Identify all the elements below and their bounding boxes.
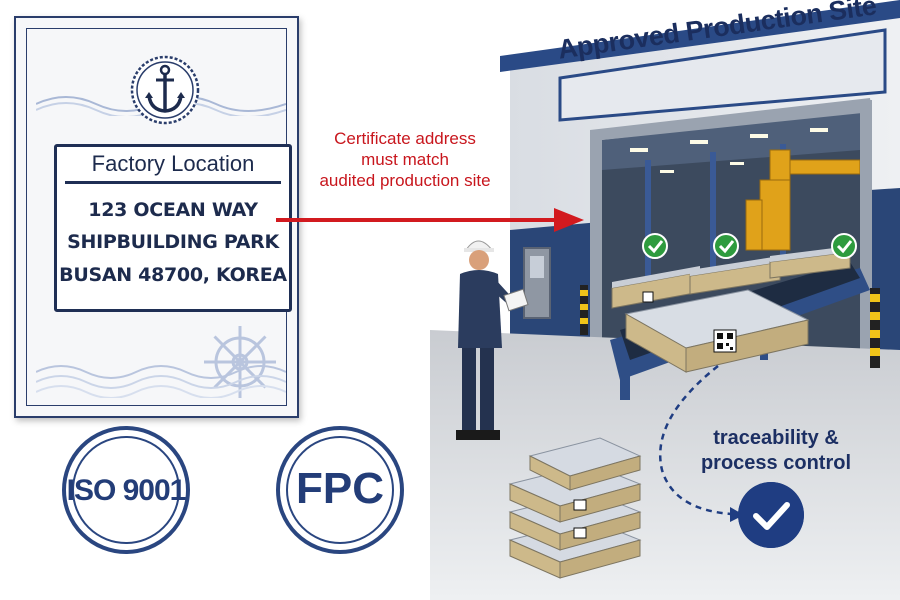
wave-decoration-bottom xyxy=(36,365,286,398)
traceability-dashed-arrow xyxy=(658,365,744,522)
note-line-1: Certificate address xyxy=(334,129,476,148)
checkmark-icon xyxy=(738,482,804,548)
note-line-3: audited production site xyxy=(319,171,491,190)
anchor-icon xyxy=(130,55,200,125)
fpc-stamp: FPC xyxy=(276,426,404,554)
panel-stack xyxy=(508,437,642,579)
traceability-label: traceability & process control xyxy=(686,426,866,476)
qr-code-icon xyxy=(713,329,737,353)
address-line-1: 123 OCEAN WAY xyxy=(88,199,258,221)
worker-figure xyxy=(456,240,529,440)
trace-line-1: traceability & xyxy=(713,427,839,449)
stamp-inner-ring xyxy=(286,436,394,544)
certificate-document: Factory Location 123 OCEAN WAY SHIPBUILD… xyxy=(14,16,299,418)
fpc-text: FPC xyxy=(296,464,384,513)
address-line-2: SHIPBUILDING PARK xyxy=(67,231,279,253)
red-arrow xyxy=(276,208,584,232)
trace-line-2: process control xyxy=(700,452,852,474)
address-line-3: BUSAN 48700, KOREA xyxy=(59,264,287,286)
stamp-inner-ring xyxy=(72,436,180,544)
ships-wheel-icon xyxy=(204,326,276,398)
heading-divider xyxy=(65,181,281,184)
factory-location-box: Factory Location 123 OCEAN WAY SHIPBUILD… xyxy=(54,144,292,312)
iso-9001-text: ISO 9001 xyxy=(66,474,187,507)
note-line-2: must match xyxy=(361,150,449,169)
checkmark-icon xyxy=(642,233,857,259)
iso-9001-stamp: ISO 9001 xyxy=(62,426,190,554)
certificate-address-note: Certificate address must match audited p… xyxy=(300,128,510,191)
factory-location-heading: Factory Location xyxy=(91,151,255,176)
